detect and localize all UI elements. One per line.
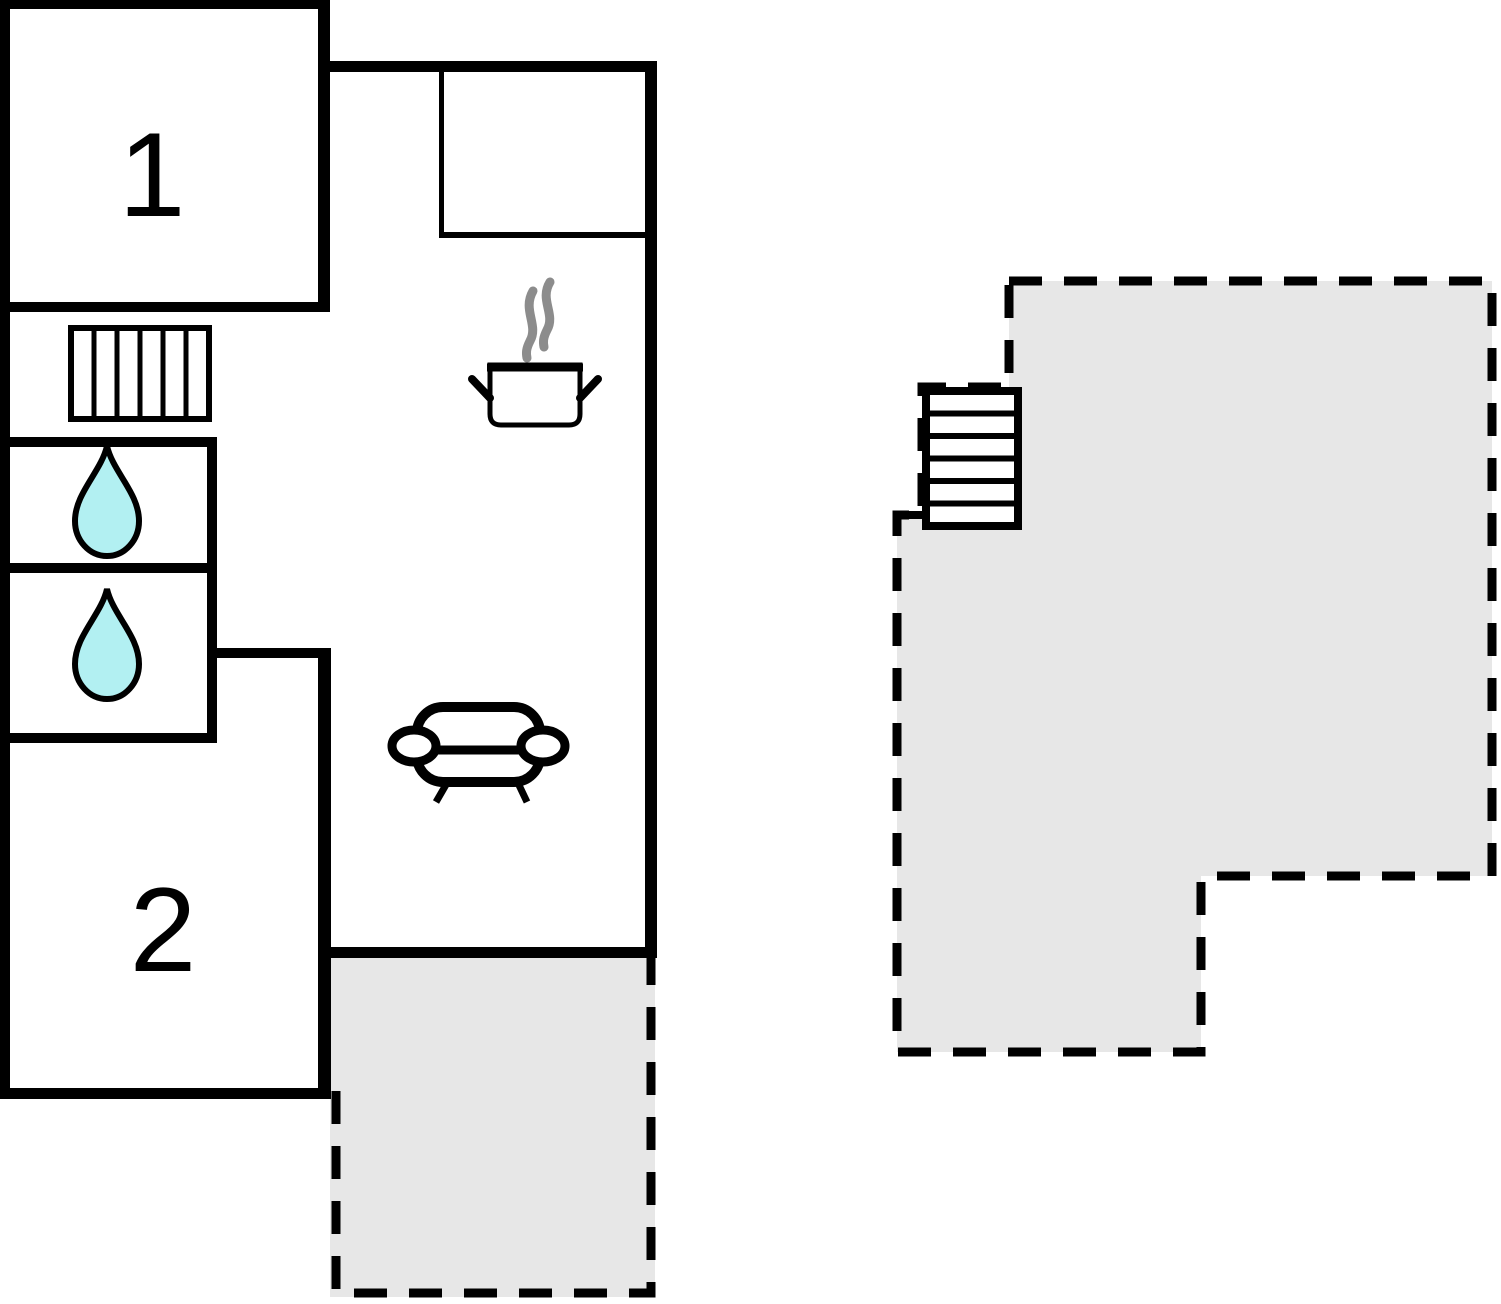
- terrace-bottom-border: [331, 952, 656, 1298]
- terrace-right-area: [892, 276, 1497, 1057]
- wall-closet-left: [439, 72, 444, 238]
- water-drop-icon: [75, 589, 139, 699]
- terrace-bottom-area: [330, 952, 655, 1297]
- steam-icon: [521, 277, 555, 363]
- sofa-icon: [387, 702, 570, 804]
- wall-hall-step: [207, 648, 331, 658]
- stairs-icon: [68, 325, 212, 422]
- wall-room1-bottom: [0, 302, 330, 312]
- room-1-label: 1: [119, 108, 186, 242]
- wall-room2-bottom: [0, 1088, 331, 1099]
- water-drop-icon: [75, 446, 139, 556]
- wall-outer-left: [0, 0, 10, 1099]
- wall-bath2-bottom: [0, 733, 217, 743]
- wall-room1-right: [318, 0, 330, 312]
- cooking-pot-icon: [468, 362, 602, 428]
- wall-bath1-top: [0, 437, 217, 447]
- walls: [0, 0, 924, 1099]
- wall-bath-right: [207, 437, 217, 743]
- wall-room2-right: [318, 648, 331, 1099]
- room-2-label: 2: [130, 863, 197, 997]
- wall-living-bottom: [318, 947, 657, 958]
- terrace-right: [892, 276, 1497, 1057]
- stairs-icon: [922, 387, 1022, 530]
- wall-terrace-tick: [897, 511, 924, 519]
- terrace-bottom: [330, 952, 656, 1298]
- wall-living-top: [318, 61, 657, 72]
- wall-bath-divider: [0, 563, 217, 573]
- wall-room1-top: [0, 0, 328, 9]
- wall-closet-bottom: [439, 232, 645, 238]
- wall-living-right: [645, 61, 657, 958]
